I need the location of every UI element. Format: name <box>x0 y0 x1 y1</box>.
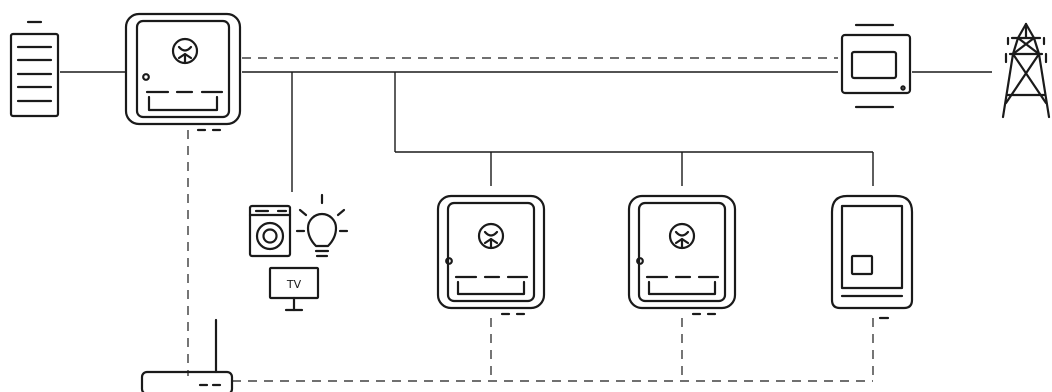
inverter-icon <box>627 194 737 316</box>
router-icon <box>140 318 234 392</box>
string-inverter-icon <box>830 194 914 320</box>
tv-label: TV <box>286 278 302 291</box>
inverter-icon <box>436 194 546 316</box>
washing-machine-icon <box>248 204 292 258</box>
communication-wiring <box>187 57 874 382</box>
power-pylon-icon <box>1001 22 1051 119</box>
battery-icon <box>9 20 60 118</box>
ac-wiring <box>60 71 992 192</box>
energy-meter-icon <box>840 23 912 109</box>
television-icon: TV <box>268 266 320 312</box>
hybrid-inverter-icon <box>124 12 242 132</box>
light-bulb-icon <box>295 193 349 258</box>
